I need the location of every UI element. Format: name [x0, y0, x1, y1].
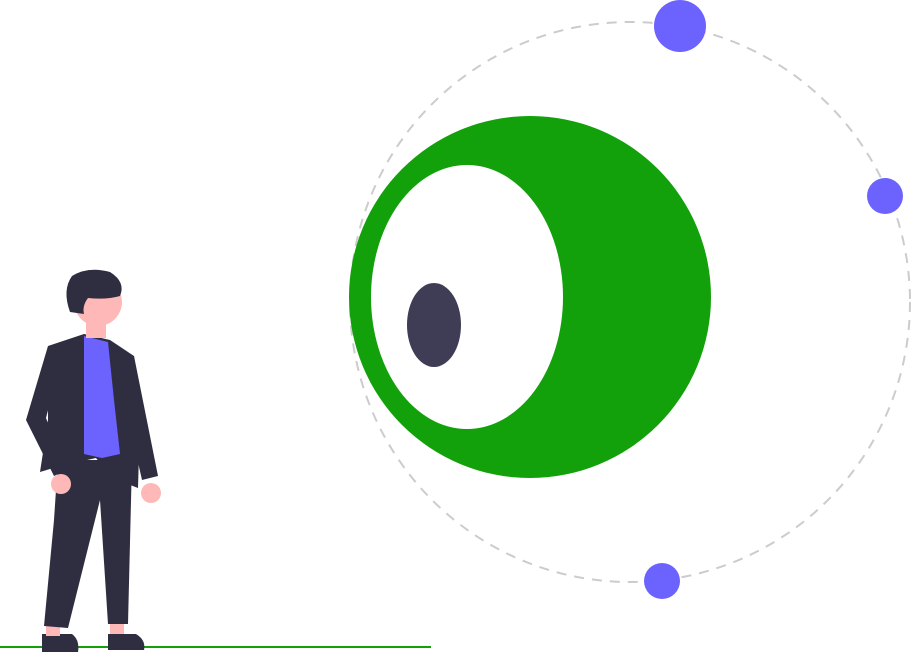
orbit-ring: [349, 21, 911, 583]
eye-icon: [349, 116, 711, 478]
orbit-dot-right: [867, 178, 903, 214]
pants: [44, 460, 132, 628]
left-hand: [51, 474, 71, 494]
right-arm: [124, 356, 158, 480]
eye-pupil: [407, 283, 461, 367]
shirt: [84, 336, 120, 458]
orbit-dot-bottom: [644, 563, 680, 599]
orbit-dot-top: [654, 0, 706, 52]
person-figure: [26, 269, 161, 652]
left-shoe: [42, 634, 79, 652]
right-hand: [141, 483, 161, 503]
right-shoe: [108, 634, 145, 650]
left-arm: [26, 346, 66, 476]
hair: [66, 269, 122, 314]
eye-sclera: [371, 165, 563, 429]
